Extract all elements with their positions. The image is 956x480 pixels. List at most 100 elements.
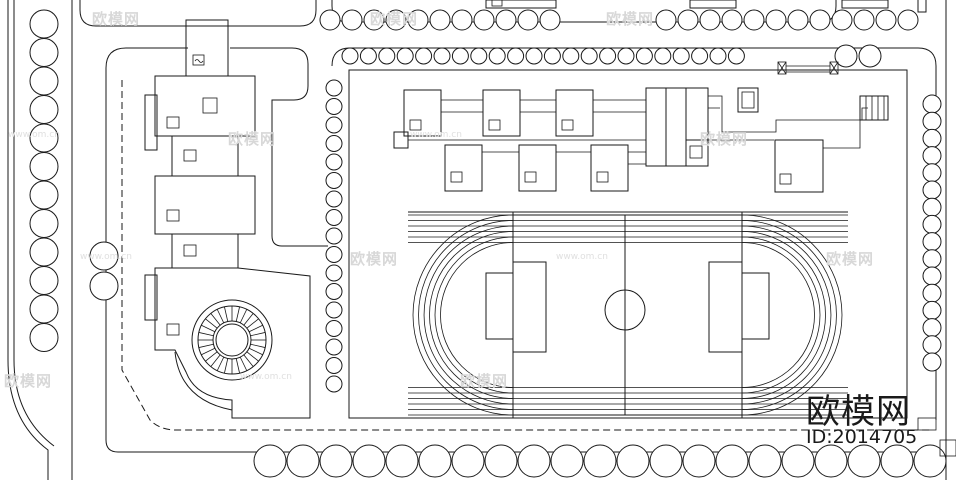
- tree-icon: [922, 232, 942, 252]
- tree-icon: [814, 444, 848, 478]
- southeast-gate: [917, 417, 956, 457]
- tree-icon: [539, 9, 561, 31]
- tree-icon: [341, 47, 359, 65]
- tree-icon: [325, 301, 343, 319]
- tree-icon: [341, 9, 363, 31]
- tree-icon: [580, 47, 598, 65]
- tree-icon: [781, 444, 815, 478]
- watermark-logo: 欧模网: [370, 10, 419, 28]
- tree-icon: [922, 318, 942, 338]
- tree-icon: [325, 172, 343, 189]
- tree-icon: [922, 249, 942, 269]
- tree-icon: [29, 66, 59, 96]
- tree-icon: [359, 47, 377, 65]
- tree-icon: [727, 47, 745, 65]
- tree-icon: [319, 9, 341, 31]
- tree-icon: [691, 47, 709, 65]
- tree-icon: [29, 266, 59, 295]
- tree-icon: [488, 47, 506, 65]
- tree-icon: [809, 9, 831, 31]
- watermark-logo: 欧模网: [826, 250, 875, 268]
- tree-icon: [29, 95, 59, 124]
- tree-icon: [89, 241, 119, 271]
- tree-icon: [875, 9, 897, 31]
- tree-icon: [325, 338, 343, 356]
- tree-icon: [682, 444, 716, 478]
- tree-icon: [29, 9, 59, 39]
- tree-icon: [922, 214, 942, 234]
- running-track: [408, 211, 848, 419]
- tree-icon: [415, 47, 433, 65]
- tree-icon: [429, 9, 451, 31]
- watermark-logo: 欧模网: [460, 372, 509, 390]
- tree-icon: [29, 209, 59, 238]
- tree-icon: [880, 444, 914, 478]
- tree-icon: [29, 294, 59, 324]
- tree-icon: [29, 180, 59, 210]
- tree-icon: [922, 335, 942, 355]
- tree-icon: [583, 444, 617, 478]
- tree-icon: [562, 47, 580, 65]
- tree-icon: [325, 135, 343, 152]
- tree-icon: [635, 47, 653, 65]
- tree-icon: [543, 47, 561, 65]
- tree-icon: [451, 9, 473, 31]
- tree-icon: [325, 98, 343, 115]
- tree-icon: [922, 111, 942, 131]
- watermark-logo: 欧模网: [92, 10, 141, 28]
- tree-icon: [325, 116, 343, 134]
- tree-icon: [484, 444, 518, 478]
- tree-icon: [599, 47, 617, 65]
- tree-icon: [672, 47, 690, 65]
- tree-icon: [715, 444, 749, 478]
- tree-icon: [922, 266, 942, 286]
- tree-icon: [847, 444, 881, 478]
- tree-icon: [922, 300, 942, 320]
- tree-icon: [325, 79, 343, 97]
- tree-icon: [616, 444, 650, 478]
- tree-icon: [385, 444, 419, 478]
- tree-icon: [495, 9, 517, 31]
- tree-icon: [709, 47, 727, 65]
- tree-icon: [699, 9, 721, 31]
- brand-logo-text: 欧模网: [806, 392, 911, 432]
- tree-icon: [507, 47, 525, 65]
- tree-icon: [922, 180, 942, 200]
- tree-icon: [29, 38, 59, 67]
- model-id-label: ID:2014705: [806, 426, 918, 448]
- watermark-logo: 欧模网: [700, 130, 749, 148]
- watermark-url: www.om.cn: [8, 130, 60, 140]
- tree-icon: [325, 357, 343, 374]
- tree-icon: [319, 444, 353, 478]
- tree-icon: [89, 271, 119, 301]
- tree-icon: [922, 163, 942, 183]
- tree-icon: [922, 197, 942, 217]
- teaching-blocks: [393, 61, 889, 193]
- tree-rows: [29, 9, 947, 478]
- watermark-logo: 欧模网: [4, 372, 53, 390]
- tree-icon: [922, 283, 942, 303]
- tree-icon: [677, 9, 699, 31]
- tree-icon: [325, 246, 343, 263]
- tree-icon: [470, 47, 488, 65]
- tree-icon: [325, 153, 343, 171]
- west-building-cluster: [144, 19, 311, 419]
- tree-icon: [325, 209, 343, 226]
- tree-icon: [922, 146, 942, 166]
- tree-icon: [325, 227, 343, 245]
- tree-icon: [29, 152, 59, 181]
- tree-icon: [407, 9, 429, 31]
- tree-icon: [831, 9, 853, 31]
- watermark-logo: 欧模网: [350, 250, 399, 268]
- tree-icon: [743, 9, 765, 31]
- tree-icon: [858, 44, 882, 68]
- tree-icon: [654, 47, 672, 65]
- tree-icon: [517, 444, 551, 478]
- tree-icon: [325, 283, 343, 300]
- tree-icon: [649, 444, 683, 478]
- tree-icon: [834, 44, 858, 68]
- tree-icon: [617, 47, 635, 65]
- tree-icon: [517, 9, 539, 31]
- watermark-logo: 欧模网: [228, 130, 277, 148]
